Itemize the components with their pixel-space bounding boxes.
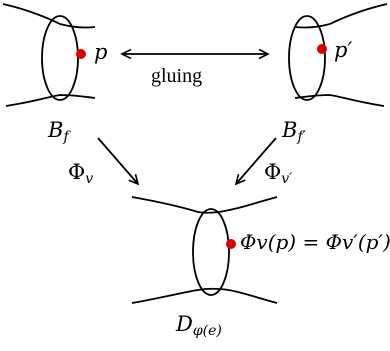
phi-v-sub: v <box>85 171 94 187</box>
b-f-sub: f <box>63 129 69 145</box>
phi-v-base: Φ <box>68 160 86 184</box>
d-upper-sheet <box>131 196 278 214</box>
point-label-p-prime: p′ <box>334 38 353 62</box>
b-f-base: B <box>48 118 64 142</box>
b-f-prime-base: B <box>282 118 298 142</box>
phi-v-prime-base: Φ <box>264 160 282 184</box>
b-f-prime-sub: f′ <box>297 129 306 145</box>
d-marked-point <box>226 239 236 249</box>
b-f-upper-sheet <box>2 3 96 29</box>
phi-v-label: Φv <box>68 160 93 187</box>
b-f-marked-point <box>76 49 86 59</box>
point-label-p: p <box>94 40 108 64</box>
boundary-d <box>131 196 278 304</box>
b-f-prime-upper-sheet <box>294 3 388 29</box>
phi-v-prime-arrow <box>234 137 277 186</box>
b-f-prime-marked-point <box>317 44 327 54</box>
phi-v-arrow <box>97 137 140 186</box>
d-lower-sheet <box>131 287 278 304</box>
b-f-prime-label: Bf′ <box>282 118 306 145</box>
b-f-prime-lower-sheet <box>294 94 385 107</box>
boundary-b-f-prime <box>288 3 388 107</box>
d-label: Dφ(e) <box>176 312 222 339</box>
b-f-circle <box>41 15 79 101</box>
gluing-label: gluing <box>151 65 203 87</box>
phi-v-prime-sub: v′ <box>281 171 293 187</box>
d-base: D <box>176 312 193 336</box>
d-sub: φ(e) <box>192 323 222 339</box>
phi-v-prime-label: Φv′ <box>264 160 292 187</box>
b-f-lower-sheet <box>5 94 96 107</box>
point-label-image: Φv(p) = Φv′(p′) <box>240 230 390 254</box>
d-circle <box>192 208 230 296</box>
b-f-label: Bf <box>48 118 69 145</box>
boundary-b-f <box>2 3 96 107</box>
b-f-prime-circle <box>288 15 326 101</box>
